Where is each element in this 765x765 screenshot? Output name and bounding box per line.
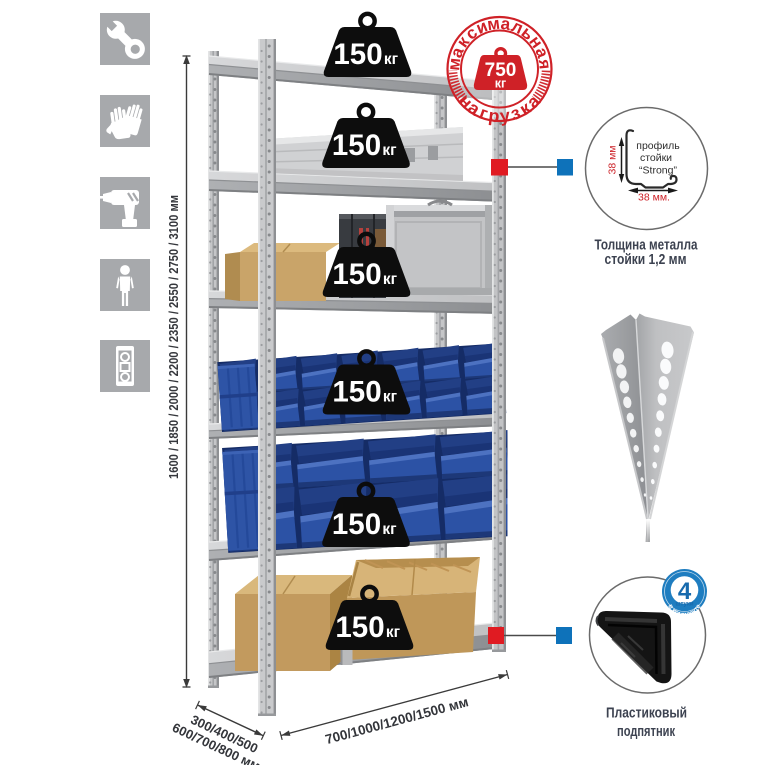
svg-text:150: 150 [335,611,384,644]
svg-text:“Strong”: “Strong” [639,165,677,177]
svg-text:кг: кг [383,389,398,406]
svg-text:38 мм.: 38 мм. [638,192,670,204]
svg-text:стойки: стойки [640,152,672,164]
svg-text:кг: кг [383,271,398,288]
svg-text:у: у [499,105,511,126]
svg-text:Пластиковый: Пластиковый [606,705,687,722]
svg-text:1600 / 1850 / 2000 / 2200 / 23: 1600 / 1850 / 2000 / 2200 / 2350 / 2550 … [166,195,181,479]
svg-text:а: а [500,14,512,34]
svg-text:р: р [487,105,500,126]
svg-text:кг: кг [386,624,401,641]
svg-text:м: м [486,14,501,34]
svg-text:150: 150 [333,38,382,71]
svg-text:38 мм: 38 мм [607,145,619,174]
svg-text:150: 150 [332,376,381,409]
svg-text:150: 150 [332,258,381,291]
svg-text:Толщина металла: Толщина металла [595,238,699,254]
svg-text:750: 750 [485,60,517,81]
svg-text:150: 150 [332,129,381,162]
svg-text:150: 150 [332,508,381,541]
svg-text:кг: кг [382,142,397,159]
svg-text:4: 4 [678,578,692,605]
svg-text:м: м [444,57,464,71]
svg-text:я: я [535,57,555,70]
svg-text:профиль: профиль [636,140,680,152]
svg-text:кг: кг [382,521,397,538]
svg-text:подпятник: подпятник [617,723,675,740]
svg-text:стойки 1,2 мм: стойки 1,2 мм [605,252,687,268]
svg-text:штуки: штуки [675,602,693,608]
svg-text:кг: кг [384,51,399,68]
svg-text:кг: кг [495,77,506,91]
